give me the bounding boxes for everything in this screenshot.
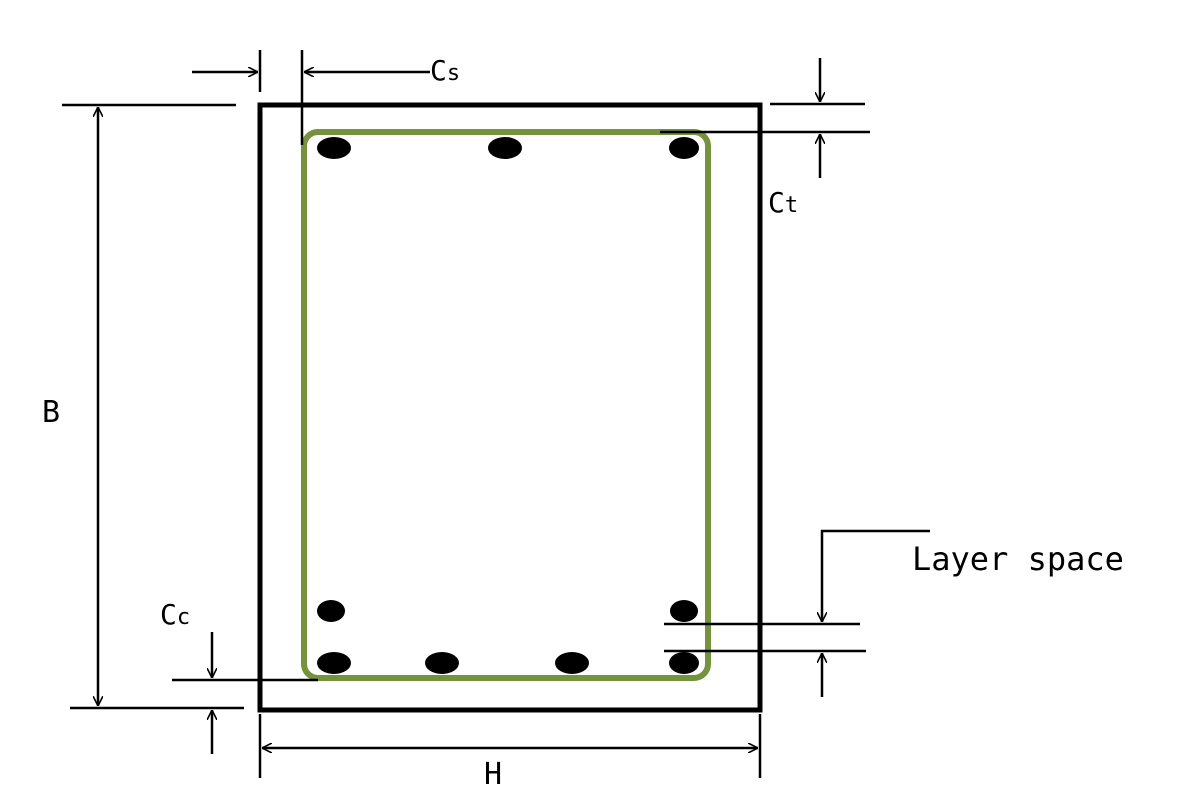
dimension-b <box>62 103 244 710</box>
dimension-ct <box>660 58 870 178</box>
rebar <box>488 137 522 159</box>
rebar <box>555 652 589 674</box>
stirrup <box>301 129 711 681</box>
dimension-cc <box>172 632 318 754</box>
label-ct-main: C <box>768 186 785 219</box>
rebar <box>425 652 459 674</box>
rebar-top-row <box>317 137 699 159</box>
rebar <box>317 600 345 622</box>
label-cs-sub: s <box>447 61 460 86</box>
rebar-second-layer <box>317 600 698 622</box>
label-cc-main: C <box>160 598 177 631</box>
rebar <box>669 137 699 159</box>
rebar <box>317 652 351 674</box>
label-cc: Cc <box>160 598 190 631</box>
dimension-layer-space <box>664 529 930 697</box>
section-outline <box>257 102 763 713</box>
rebar-bottom-row <box>317 652 699 674</box>
label-layer-space: Layer space <box>912 540 1124 578</box>
rebar <box>670 600 698 622</box>
label-ct-sub: t <box>785 193 798 218</box>
rebar <box>317 137 351 159</box>
label-b: B <box>42 395 60 430</box>
dimension-cs <box>192 50 430 145</box>
label-ct: Ct <box>768 186 798 219</box>
label-cs-main: C <box>430 54 447 87</box>
label-h: H <box>484 757 502 792</box>
dimension-h <box>258 714 762 778</box>
label-cc-sub: c <box>177 605 190 630</box>
rebar <box>669 652 699 674</box>
label-cs: Cs <box>430 54 460 87</box>
